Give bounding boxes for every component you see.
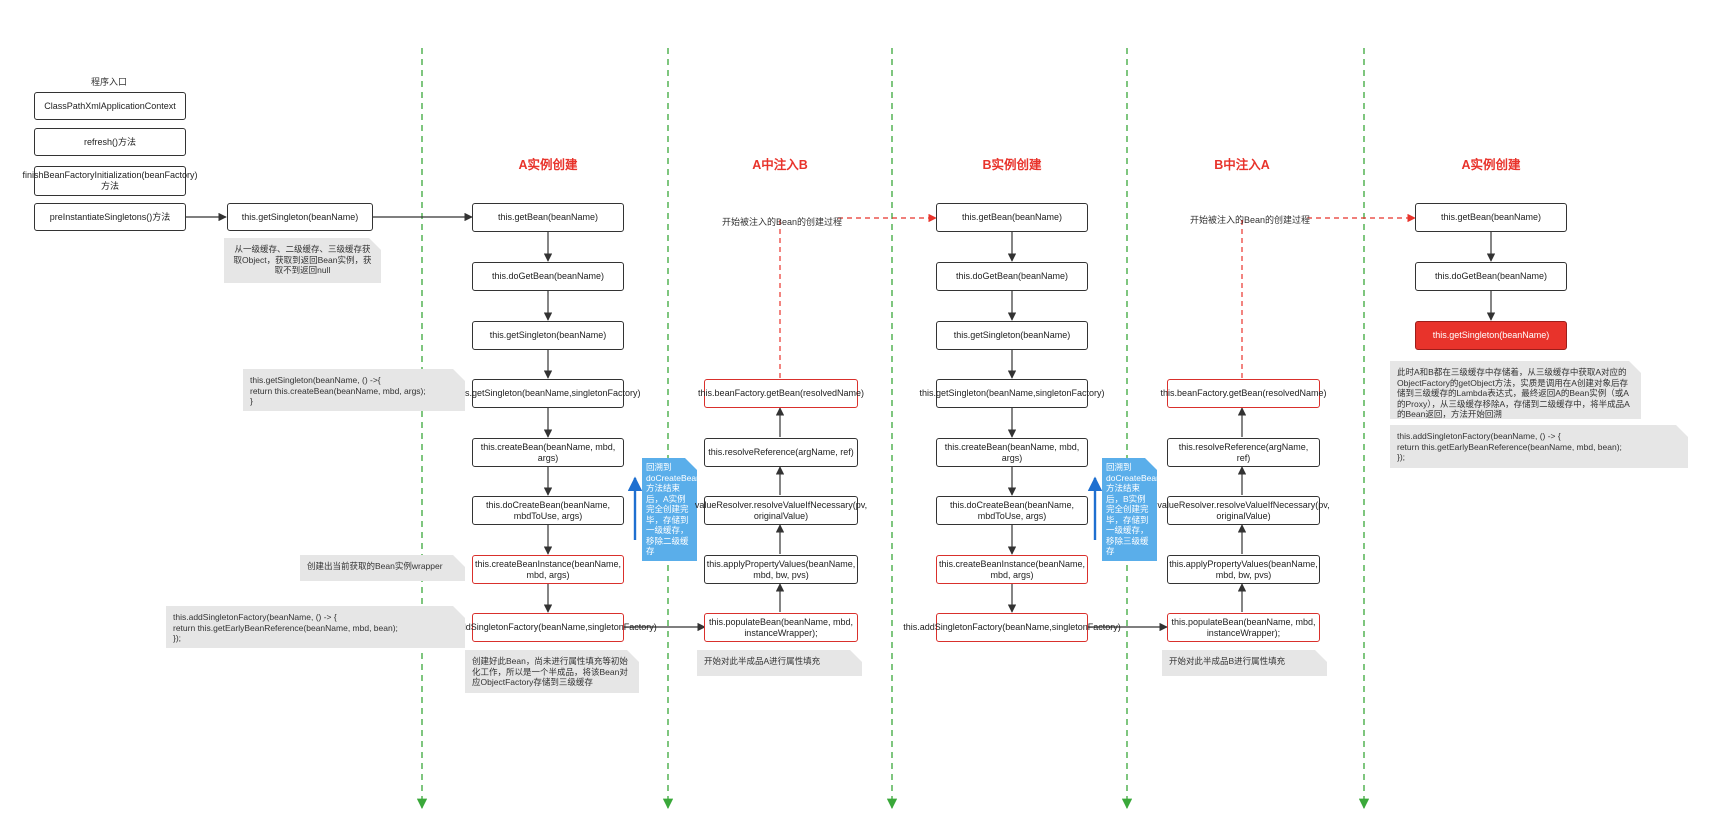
create-a2-add-factory-code-note: this.addSingletonFactory(beanName, () ->… <box>1390 425 1688 468</box>
create-a-callback-note: 回溯到doCreateBean方法结束后，A实例完全创建完毕，存储到一级缓存，移… <box>642 458 697 561</box>
inject-a-resolve-value: valueResolver.resolveValueIfNecessary(pv… <box>1157 496 1330 525</box>
create-a-add-singleton-factory: this.addSingletonFactory(beanName,single… <box>439 613 657 642</box>
inject-a-bean-factory-get-bean: this.beanFactory.getBean(resolvedName) <box>1161 379 1326 408</box>
create-b-create-bean: this.createBean(beanName, mbd, args) <box>936 438 1088 467</box>
create-a-create-bean: this.createBean(beanName, mbd, args) <box>472 438 624 467</box>
entry-step-4: preInstantiateSingletons()方法 <box>34 203 186 231</box>
create-b-do-get-bean: this.doGetBean(beanName) <box>936 262 1088 291</box>
create-a-get-singleton-code-note: this.getSingleton(beanName, () ->{ retur… <box>243 369 465 411</box>
create-a2-do-get-bean: this.doGetBean(beanName) <box>1415 262 1567 291</box>
create-a2-get-singleton: this.getSingleton(beanName) <box>1415 321 1567 350</box>
inject-b-bean-factory-get-bean: this.beanFactory.getBean(resolvedName) <box>698 379 864 408</box>
entry-get-singleton: this.getSingleton(beanName) <box>227 203 373 231</box>
inject-b-start-label: 开始被注入的Bean的创建过程 <box>722 217 843 227</box>
entry-step-2: refresh()方法 <box>34 128 186 156</box>
inject-a-populate-bean: this.populateBean(beanName, mbd, instanc… <box>1167 613 1320 642</box>
inject-b-populate-bean: this.populateBean(beanName, mbd, instanc… <box>704 613 858 642</box>
entry-get-singleton-note: 从一级缓存、二级缓存、三级缓存获取Object，获取到返回Bean实例，获取不到… <box>224 238 381 283</box>
entry-step-3: finishBeanFactoryInitialization(beanFact… <box>22 166 198 196</box>
create-b-add-singleton-factory: this.addSingletonFactory(beanName,single… <box>903 613 1121 642</box>
create-a2-get-bean: this.getBean(beanName) <box>1415 203 1567 232</box>
create-a-create-instance-note: 创建出当前获取的Bean实例wrapper <box>300 555 465 581</box>
create-b-get-singleton: this.getSingleton(beanName) <box>936 321 1088 350</box>
section-title-create-a: A实例创建 <box>518 158 578 172</box>
section-title-inject-b: A中注入B <box>752 158 808 172</box>
inject-a-apply-property-values: this.applyPropertyValues(beanName, mbd, … <box>1167 555 1320 584</box>
inject-b-note: 开始对此半成品A进行属性填充 <box>697 650 862 676</box>
create-a-do-create-bean: this.doCreateBean(beanName, mbdToUse, ar… <box>472 496 624 525</box>
inject-a-note: 开始对此半成品B进行属性填充 <box>1162 650 1327 676</box>
create-b-get-bean: this.getBean(beanName) <box>936 203 1088 232</box>
inject-b-resolve-reference: this.resolveReference(argName, ref) <box>704 438 858 467</box>
create-a-get-singleton-factory: this.getSingleton(beanName,singletonFact… <box>455 379 641 408</box>
section-title-create-a2: A实例创建 <box>1461 158 1521 172</box>
inject-b-apply-property-values: this.applyPropertyValues(beanName, mbd, … <box>704 555 858 584</box>
entry-title: 程序入口 <box>91 77 128 87</box>
create-a-create-bean-instance: this.createBeanInstance(beanName, mbd, a… <box>472 555 624 584</box>
create-b-do-create-bean: this.doCreateBean(beanName, mbdToUse, ar… <box>936 496 1088 525</box>
inject-b-resolve-value: valueResolver.resolveValueIfNecessary(pv… <box>695 496 867 525</box>
create-a-get-bean: this.getBean(beanName) <box>472 203 624 232</box>
section-title-create-b: B实例创建 <box>982 158 1042 172</box>
create-a-do-get-bean: this.doGetBean(beanName) <box>472 262 624 291</box>
inject-a-start-label: 开始被注入的Bean的创建过程 <box>1190 215 1311 225</box>
section-dividers <box>416 48 1370 810</box>
create-a2-explanation-note: 此时A和B都在三级缓存中存储着，从三级缓存中获取A对应的ObjectFactor… <box>1390 361 1641 419</box>
inject-a-resolve-reference: this.resolveReference(argName, ref) <box>1167 438 1320 467</box>
create-a-get-singleton: this.getSingleton(beanName) <box>472 321 624 350</box>
entry-step-1: ClassPathXmlApplicationContext <box>34 92 186 120</box>
create-b-get-singleton-factory: this.getSingleton(beanName,singletonFact… <box>919 379 1105 408</box>
create-b-create-bean-instance: this.createBeanInstance(beanName, mbd, a… <box>936 555 1088 584</box>
section-title-inject-a: B中注入A <box>1214 158 1270 172</box>
create-b-callback-note: 回溯到doCreateBean方法结束后，B实例完全创建完毕，存储到一级缓存，移… <box>1102 458 1157 561</box>
create-a-half-product-note: 创建好此Bean，尚未进行属性填充等初始化工作，所以是一个半成品，将该Bean对… <box>465 650 639 693</box>
create-a-add-factory-code-note: this.addSingletonFactory(beanName, () ->… <box>166 606 465 648</box>
